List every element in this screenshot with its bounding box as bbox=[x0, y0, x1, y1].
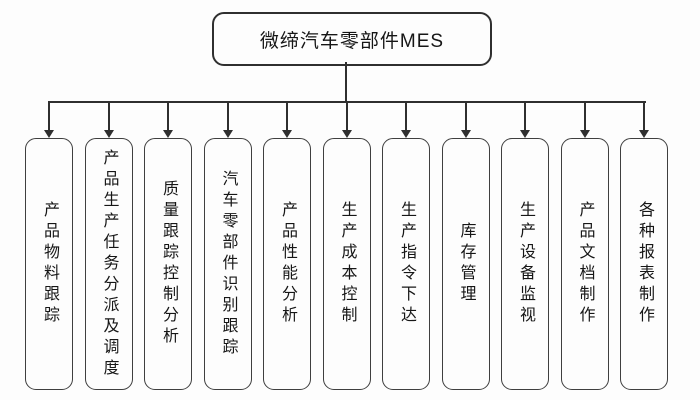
arrow-down-icon bbox=[103, 130, 114, 138]
connector-stem bbox=[286, 102, 288, 130]
module-label: 生产成本控制 bbox=[338, 201, 356, 327]
arrow-down-icon bbox=[222, 130, 233, 138]
module-node-task-dispatch-scheduling: 产品生产任务分派及调度 bbox=[84, 138, 133, 390]
arrow-down-icon bbox=[579, 130, 590, 138]
module-label: 各种报表制作 bbox=[636, 201, 653, 327]
module-label: 产品生产任务分派及调度 bbox=[100, 148, 118, 380]
module-node-equipment-monitoring: 生产设备监视 bbox=[501, 138, 549, 390]
branch-column-4: 汽车零部件识别跟踪 bbox=[203, 102, 252, 390]
module-label: 产品文档制作 bbox=[576, 201, 594, 327]
connector-stem bbox=[464, 102, 467, 130]
branch-column-9: 生产设备监视 bbox=[501, 102, 549, 390]
module-label: 汽车零部件识别跟踪 bbox=[219, 169, 237, 359]
module-label: 产品性能分析 bbox=[279, 201, 296, 327]
branch-column-7: 生产指令下达 bbox=[382, 102, 430, 390]
module-node-product-documentation: 产品文档制作 bbox=[560, 138, 609, 390]
module-node-product-performance-analysis: 产品性能分析 bbox=[263, 138, 311, 390]
module-node-product-material-tracking: 产品物料跟踪 bbox=[25, 138, 73, 390]
module-node-production-cost-control: 生产成本控制 bbox=[322, 138, 371, 390]
connector-stem bbox=[524, 102, 526, 130]
module-node-inventory-management: 库存管理 bbox=[441, 138, 490, 390]
branch-column-3: 质量跟踪控制分析 bbox=[144, 102, 192, 390]
branch-column-2: 产品生产任务分派及调度 bbox=[84, 102, 133, 390]
connector-stem bbox=[345, 102, 348, 130]
arrow-down-icon bbox=[44, 130, 54, 138]
module-node-quality-tracking-control: 质量跟踪控制分析 bbox=[144, 138, 192, 390]
module-label: 库存管理 bbox=[457, 222, 475, 306]
root-connector-line bbox=[345, 62, 347, 103]
branch-column-5: 产品性能分析 bbox=[263, 102, 311, 390]
module-label: 生产指令下达 bbox=[398, 201, 415, 327]
arrow-down-icon bbox=[520, 130, 530, 138]
module-label: 生产设备监视 bbox=[517, 201, 534, 327]
branch-column-6: 生产成本控制 bbox=[322, 102, 371, 390]
connector-stem bbox=[226, 102, 229, 130]
connector-stem bbox=[167, 102, 169, 130]
arrow-down-icon bbox=[163, 130, 173, 138]
branch-column-10: 产品文档制作 bbox=[560, 102, 609, 390]
module-node-production-order-issue: 生产指令下达 bbox=[382, 138, 430, 390]
connector-stem bbox=[405, 102, 407, 130]
module-label: 质量跟踪控制分析 bbox=[160, 180, 177, 348]
connector-stem bbox=[643, 102, 645, 130]
arrow-down-icon bbox=[401, 130, 411, 138]
root-node-label: 微缔汽车零部件MES bbox=[259, 30, 445, 52]
root-node: 微缔汽车零部件MES bbox=[212, 12, 492, 66]
arrow-down-icon bbox=[282, 130, 292, 138]
arrow-down-icon bbox=[639, 130, 649, 138]
connector-stem bbox=[107, 102, 110, 130]
module-label: 产品物料跟踪 bbox=[41, 201, 58, 327]
arrow-down-icon bbox=[460, 130, 471, 138]
branch-columns: 产品物料跟踪 产品生产任务分派及调度 质量跟踪控制分析 汽车零部件识别跟踪 bbox=[25, 102, 668, 390]
connector-stem bbox=[48, 102, 50, 130]
arrow-down-icon bbox=[341, 130, 352, 138]
connector-stem bbox=[583, 102, 586, 130]
branch-column-11: 各种报表制作 bbox=[620, 102, 668, 390]
branch-column-1: 产品物料跟踪 bbox=[25, 102, 73, 390]
module-node-report-generation: 各种报表制作 bbox=[620, 138, 668, 390]
branch-column-8: 库存管理 bbox=[441, 102, 490, 390]
module-node-parts-identification-tracking: 汽车零部件识别跟踪 bbox=[203, 138, 252, 390]
